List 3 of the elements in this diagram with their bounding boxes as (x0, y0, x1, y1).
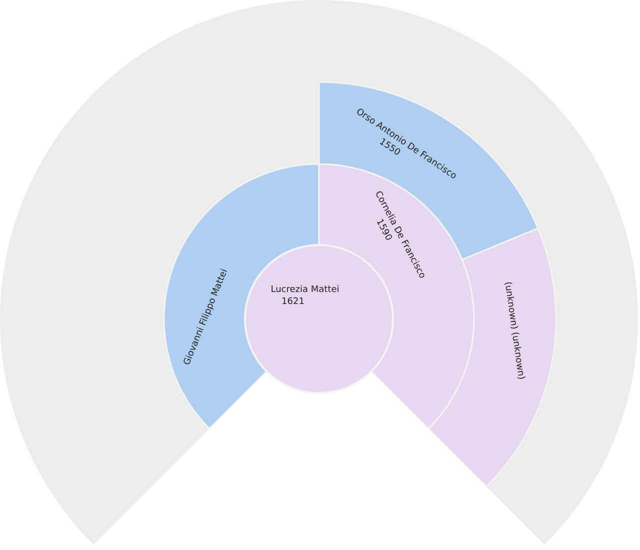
person-name: Lucrezia Mattei (270, 285, 340, 295)
birth-year: 1621 (282, 297, 304, 307)
person-name: (unknown) (unknown) (502, 281, 526, 380)
